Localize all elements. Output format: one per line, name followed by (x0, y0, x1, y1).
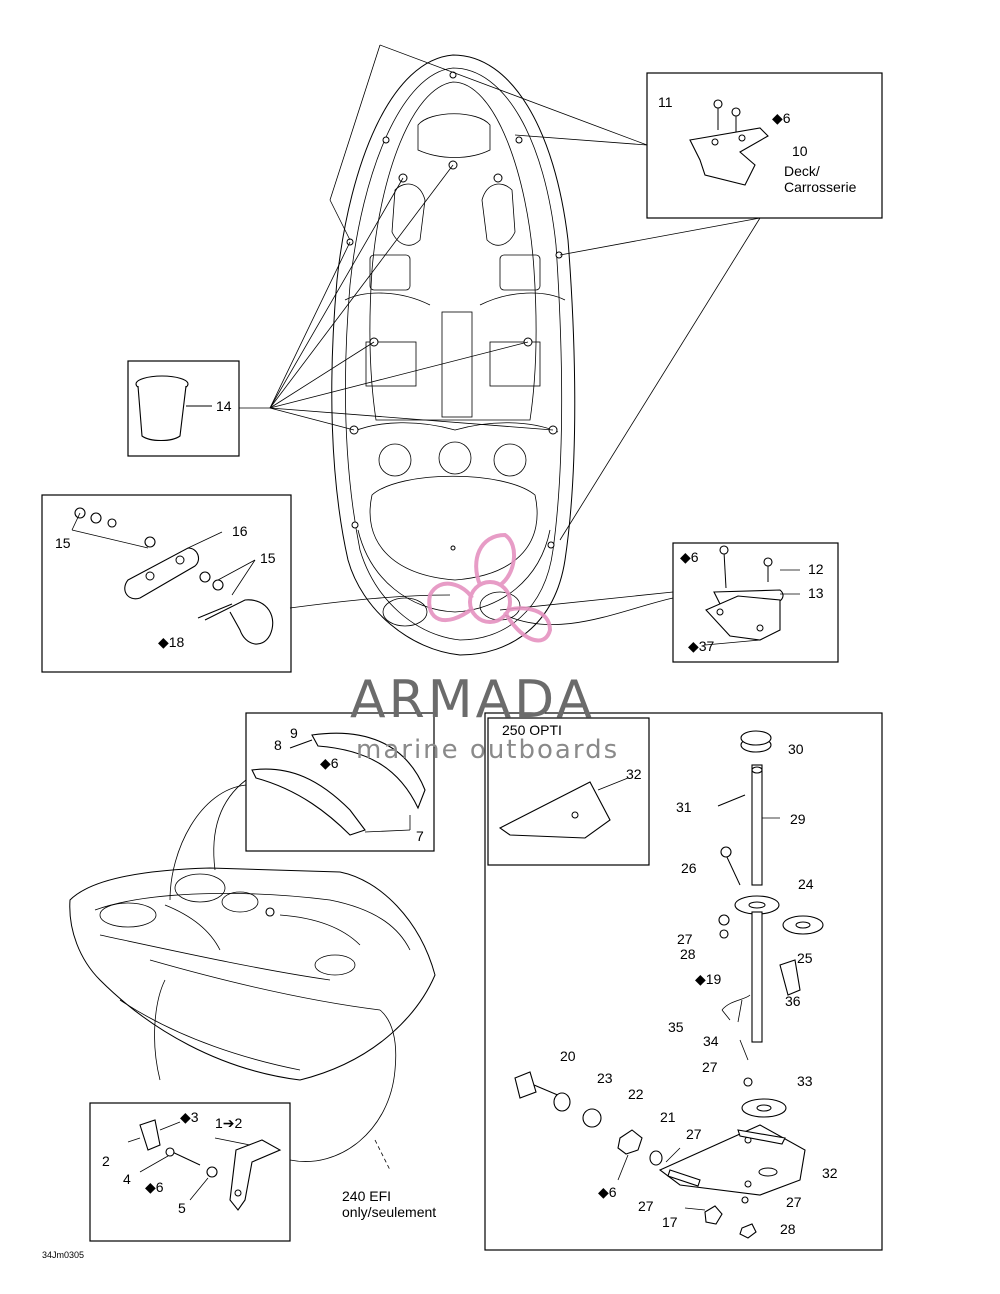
label-2: 2 (102, 1153, 110, 1169)
label-6b: ◆6 (680, 549, 699, 565)
watermark-title: ARMADA (350, 670, 595, 730)
label-7: 7 (416, 828, 424, 844)
opti-plate-part (498, 777, 629, 839)
label-3: ◆3 (180, 1109, 199, 1125)
label-27b: 27 (702, 1059, 718, 1075)
label-14: 14 (216, 398, 232, 414)
rear-cleat-parts (704, 545, 800, 646)
label-11: 11 (658, 94, 673, 110)
label-19: ◆19 (695, 971, 722, 987)
label-6e: ◆6 (145, 1179, 164, 1195)
cup-holder-box (127, 360, 240, 457)
label-31: 31 (676, 799, 692, 815)
label-6a: ◆6 (772, 110, 791, 126)
tow-eye-box (41, 494, 292, 673)
label-28a: 28 (680, 946, 696, 962)
label-only-seulement: only/seulement (342, 1204, 437, 1220)
label-deck: Deck/ (784, 163, 820, 179)
label-24: 24 (798, 876, 814, 892)
label-27a: 27 (677, 931, 693, 947)
deck-top-view (331, 54, 576, 656)
label-28b: 28 (780, 1221, 796, 1237)
deck-cleat-box (646, 72, 883, 219)
opti-plate-box (487, 717, 650, 866)
label-34: 34 (703, 1033, 719, 1049)
steering-box (484, 712, 883, 1251)
label-10: 10 (792, 143, 808, 159)
label-16: 16 (232, 523, 248, 539)
label-6d: ◆6 (598, 1184, 617, 1200)
label-6c: ◆6 (320, 755, 339, 771)
label-15b: 15 (260, 550, 276, 566)
tow-eye-parts (71, 507, 274, 645)
label-9: 9 (290, 725, 298, 741)
label-37: ◆37 (688, 638, 715, 654)
watermark-logo (427, 532, 553, 643)
rear-cleat-box (672, 542, 839, 663)
drawing-code: 34Jm0305 (42, 1250, 85, 1260)
label-36: 36 (785, 993, 801, 1009)
label-15a: 15 (55, 535, 71, 551)
label-26: 26 (681, 860, 697, 876)
watermark-subtitle: marine outboards (356, 735, 620, 765)
label-25: 25 (797, 950, 813, 966)
label-27d: 27 (786, 1194, 802, 1210)
label-17: 17 (662, 1214, 678, 1230)
steering-parts (514, 730, 824, 1239)
label-32b: 32 (822, 1165, 838, 1181)
label-13: 13 (808, 585, 824, 601)
deck-cleat-parts (689, 99, 769, 186)
label-12: 12 (808, 561, 824, 577)
leader-lines (154, 44, 761, 1171)
label-18: ◆18 (158, 634, 185, 650)
handle-box (245, 712, 435, 852)
label-240-efi: 240 EFI (342, 1188, 392, 1204)
latch-box (89, 1102, 291, 1242)
label-27e: 27 (638, 1198, 654, 1214)
label-20: 20 (560, 1048, 576, 1064)
label-1-to-2: 1➔2 (215, 1115, 243, 1131)
handle-parts (251, 732, 426, 836)
cup-holder-part (135, 375, 212, 442)
label-23: 23 (597, 1070, 613, 1086)
label-4: 4 (123, 1171, 131, 1187)
label-30: 30 (788, 741, 804, 757)
label-5: 5 (178, 1200, 186, 1216)
label-21: 21 (660, 1109, 676, 1125)
boat-perspective (69, 867, 436, 1081)
label-35: 35 (668, 1019, 684, 1035)
label-250-opti: 250 OPTI (502, 722, 562, 738)
label-32a: 32 (626, 766, 642, 782)
latch-parts (127, 1119, 282, 1211)
label-27c: 27 (686, 1126, 702, 1142)
label-22: 22 (628, 1086, 644, 1102)
label-carrosserie: Carrosserie (784, 179, 857, 195)
label-29: 29 (790, 811, 806, 827)
label-8: 8 (274, 737, 282, 753)
label-33: 33 (797, 1073, 813, 1089)
